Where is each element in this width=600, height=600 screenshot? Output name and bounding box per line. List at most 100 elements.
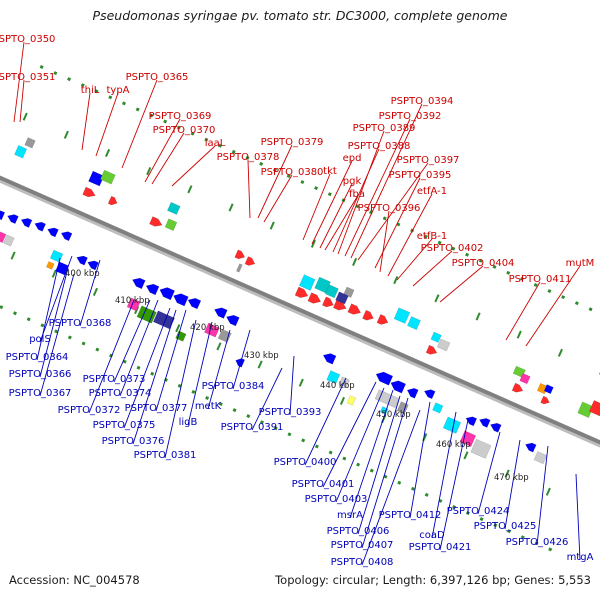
tick-mark	[393, 276, 399, 285]
tick-dot	[108, 95, 113, 100]
reverse-gene-arrow	[145, 283, 160, 296]
tick-mark	[463, 451, 469, 460]
leader-line	[13, 41, 25, 123]
tick-dot	[54, 329, 59, 334]
leader-line	[477, 431, 501, 515]
leader-line	[132, 309, 177, 445]
leader-line	[113, 299, 151, 383]
tick-dot	[520, 535, 525, 540]
leader-line	[119, 299, 159, 397]
reverse-gene-arrow	[47, 227, 59, 238]
forward-gene-arrow	[234, 249, 246, 260]
leader-line	[207, 329, 231, 410]
feature-block	[126, 297, 141, 312]
scale-label: 450 kbp	[376, 410, 411, 420]
feature-block	[204, 322, 220, 338]
leader-line	[439, 265, 484, 303]
tick-mark	[92, 287, 98, 296]
feature-block	[430, 331, 442, 343]
reverse-gene-label: PSPTO_0393	[259, 407, 322, 418]
tick-dot	[13, 311, 17, 316]
forward-gene-label: PSPTO_0365	[126, 72, 189, 83]
forward-gene-label: PSPTO_0388	[348, 141, 411, 152]
scale-label: 420 kbp	[190, 323, 225, 333]
feature-block	[217, 328, 232, 343]
page-title: Pseudomonas syringae pv. tomato str. DC3…	[92, 8, 508, 23]
reverse-gene-label: PSPTO_0406	[327, 526, 390, 537]
forward-gene-label: thiL	[81, 85, 100, 96]
reverse-gene-arrow	[490, 422, 502, 433]
forward-gene-label: PSPTO_0392	[379, 111, 442, 122]
tick-mark	[257, 360, 263, 369]
reverse-gene-arrow	[87, 260, 99, 271]
footer: Accession: NC_004578 Topology: circular;…	[0, 573, 600, 591]
leader-line	[151, 132, 185, 185]
scale-label: 460 kbp	[436, 440, 471, 450]
tick-mark	[63, 130, 69, 139]
tick-dot	[135, 107, 140, 112]
tick-mark	[504, 469, 510, 478]
tick-dot	[342, 456, 347, 461]
leader-line	[302, 173, 331, 241]
scale-label: 400 kbp	[65, 269, 100, 279]
leader-line	[123, 307, 171, 429]
reverse-gene-arrow	[20, 218, 33, 228]
tick-dot	[231, 149, 236, 154]
tick-dot	[411, 486, 415, 491]
forward-gene-label: PSPTO_0380	[261, 167, 324, 178]
feature-block	[298, 274, 316, 291]
feature-block	[167, 201, 181, 215]
tick-dot	[301, 438, 306, 443]
tick-mark	[434, 294, 440, 303]
tick-dot	[574, 301, 579, 306]
tick-dot	[397, 480, 402, 485]
tick-dot	[356, 462, 361, 467]
tick-dot	[40, 323, 45, 328]
tick-dot	[95, 347, 100, 352]
feature-block	[324, 284, 339, 299]
tick-mark	[175, 324, 181, 333]
feature-block	[459, 430, 477, 447]
reverse-gene-label: PSPTO_0425	[474, 521, 537, 532]
leader-line	[337, 130, 385, 255]
leader-line	[36, 257, 61, 361]
tick-mark	[352, 257, 358, 267]
tick-mark	[228, 203, 234, 212]
tick-dot	[452, 505, 457, 509]
feature-block	[2, 234, 15, 247]
tick-mark	[10, 251, 16, 260]
leader-line	[144, 118, 181, 183]
forward-gene-arrow	[107, 195, 118, 206]
reverse-gene-label: mtgA	[567, 552, 594, 563]
tick-dot	[260, 420, 264, 425]
feature-block	[236, 263, 243, 273]
tick-mark	[269, 221, 275, 230]
reverse-gene-label: PSPTO_0424	[447, 506, 510, 517]
reverse-gene-label: metK	[195, 401, 222, 412]
forward-gene-label: etfB-1	[417, 231, 447, 242]
forward-gene-arrow	[149, 216, 163, 227]
leader-line	[164, 319, 197, 459]
forward-gene-label: tkt	[323, 166, 337, 177]
forward-gene-arrow	[511, 382, 524, 393]
leader-line	[412, 250, 453, 287]
tick-dot	[94, 89, 99, 94]
feature-block	[519, 373, 531, 385]
feature-block	[374, 389, 400, 409]
forward-gene-arrow	[347, 303, 361, 315]
reverse-gene-arrow	[465, 416, 478, 427]
reverse-gene-label: PSPTO_0381	[134, 450, 197, 461]
reverse-gene-label: PSPTO_0408	[331, 557, 394, 568]
reverse-gene-label: PSPTO_0364	[6, 352, 69, 363]
reverse-gene-arrow	[390, 380, 407, 394]
reverse-gene-label: PSPTO_0376	[102, 436, 165, 447]
reverse-gene-arrow	[525, 442, 537, 453]
leader-line	[319, 183, 353, 249]
leader-line	[39, 273, 75, 397]
scale-label: 440 kbp	[320, 381, 355, 391]
feature-block	[164, 218, 178, 231]
tick-dot	[286, 174, 291, 179]
